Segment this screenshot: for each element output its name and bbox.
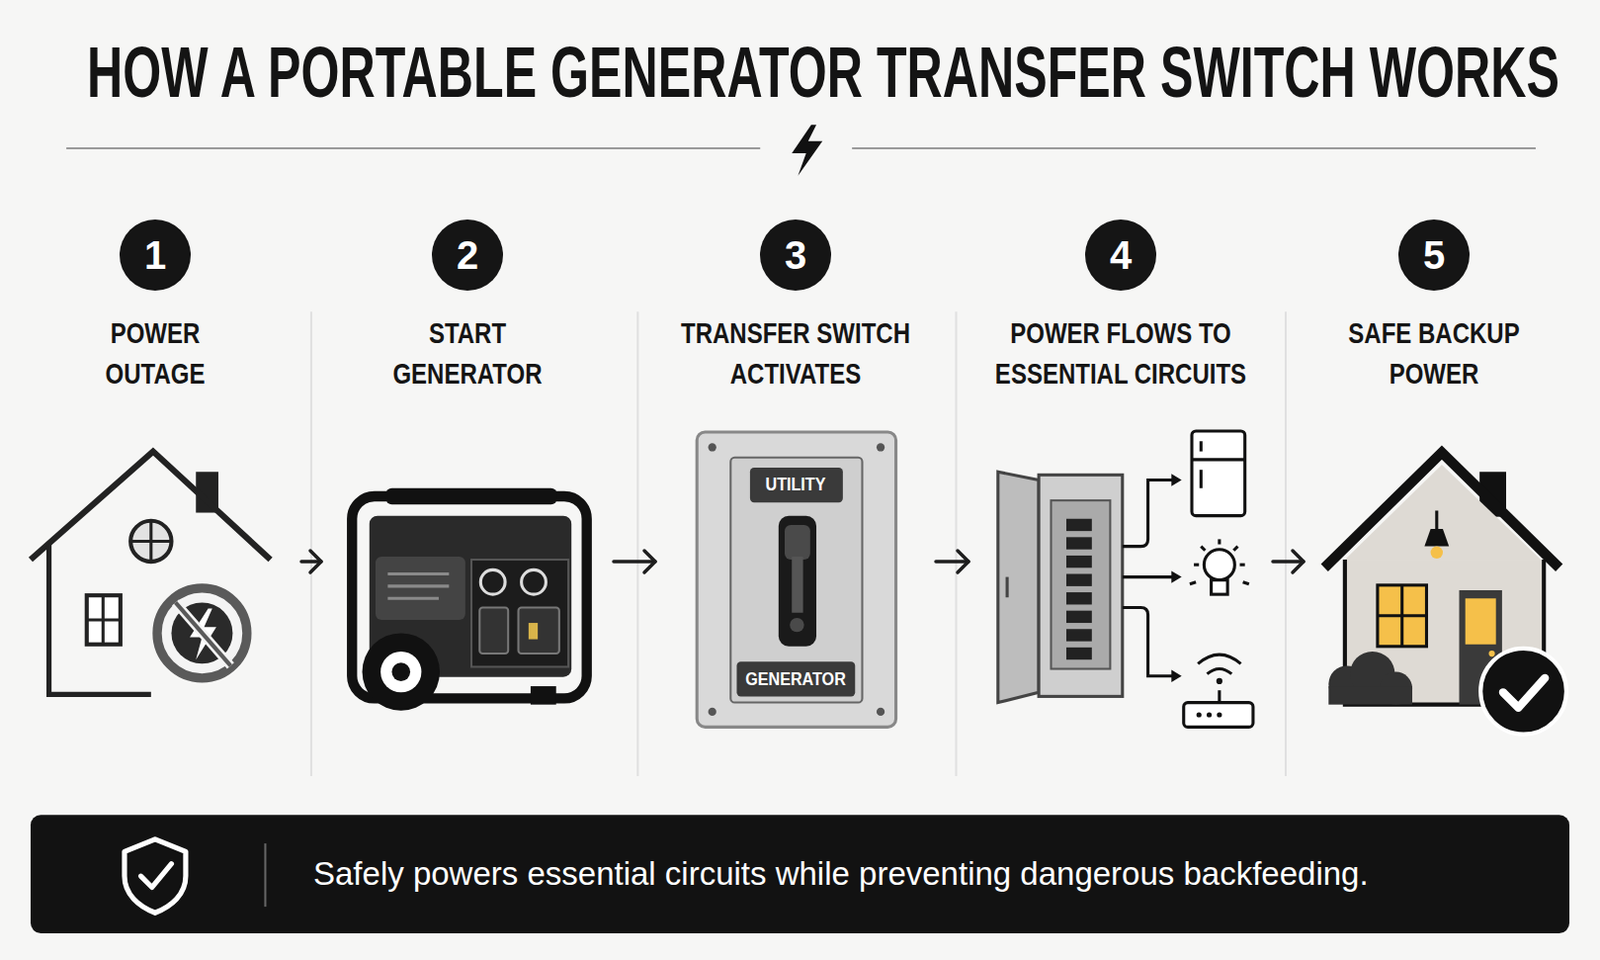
house-outage — [30, 451, 271, 695]
step-column: 2START GENERATOR — [324, 217, 611, 742]
step-number: 4 — [1085, 219, 1157, 291]
transfer-switch — [696, 431, 896, 727]
house-powered — [1324, 452, 1567, 735]
step-column: 1POWER OUTAGE — [11, 217, 299, 742]
step-heading: START GENERATOR — [376, 312, 559, 394]
step-number: 5 — [1398, 219, 1470, 291]
flow-arrow — [301, 550, 322, 573]
flow-arrow — [613, 550, 656, 573]
step-heading: TRANSFER SWITCH ACTIVATES — [659, 312, 933, 394]
breaker-panel — [998, 430, 1254, 727]
title: HOW A PORTABLE GENERATOR TRANSFER SWITCH… — [86, 29, 1560, 115]
step-column: 4POWER FLOWS TO ESSENTIAL CIRCUITS — [971, 217, 1270, 742]
generator — [351, 488, 587, 711]
caption-band — [30, 814, 1570, 933]
step-heading: POWER FLOWS TO ESSENTIAL CIRCUITS — [984, 312, 1259, 394]
flow-arrow — [935, 550, 969, 573]
switch-label: GENERATOR — [745, 667, 846, 691]
step-number: 2 — [431, 219, 504, 291]
step-heading: SAFE BACKUP POWER — [1333, 312, 1534, 394]
step-number: 3 — [759, 219, 832, 291]
caption-text: Safely powers essential circuits while p… — [313, 853, 1369, 894]
step-heading: POWER OUTAGE — [86, 312, 224, 394]
step-number: 1 — [119, 219, 191, 291]
flow-arrow — [1272, 550, 1304, 573]
step-column: 5SAFE BACKUP POWER — [1306, 217, 1562, 742]
caption-band: Safely powers essential circuits while p… — [30, 814, 1570, 933]
switch-label: UTILITY — [764, 472, 826, 497]
